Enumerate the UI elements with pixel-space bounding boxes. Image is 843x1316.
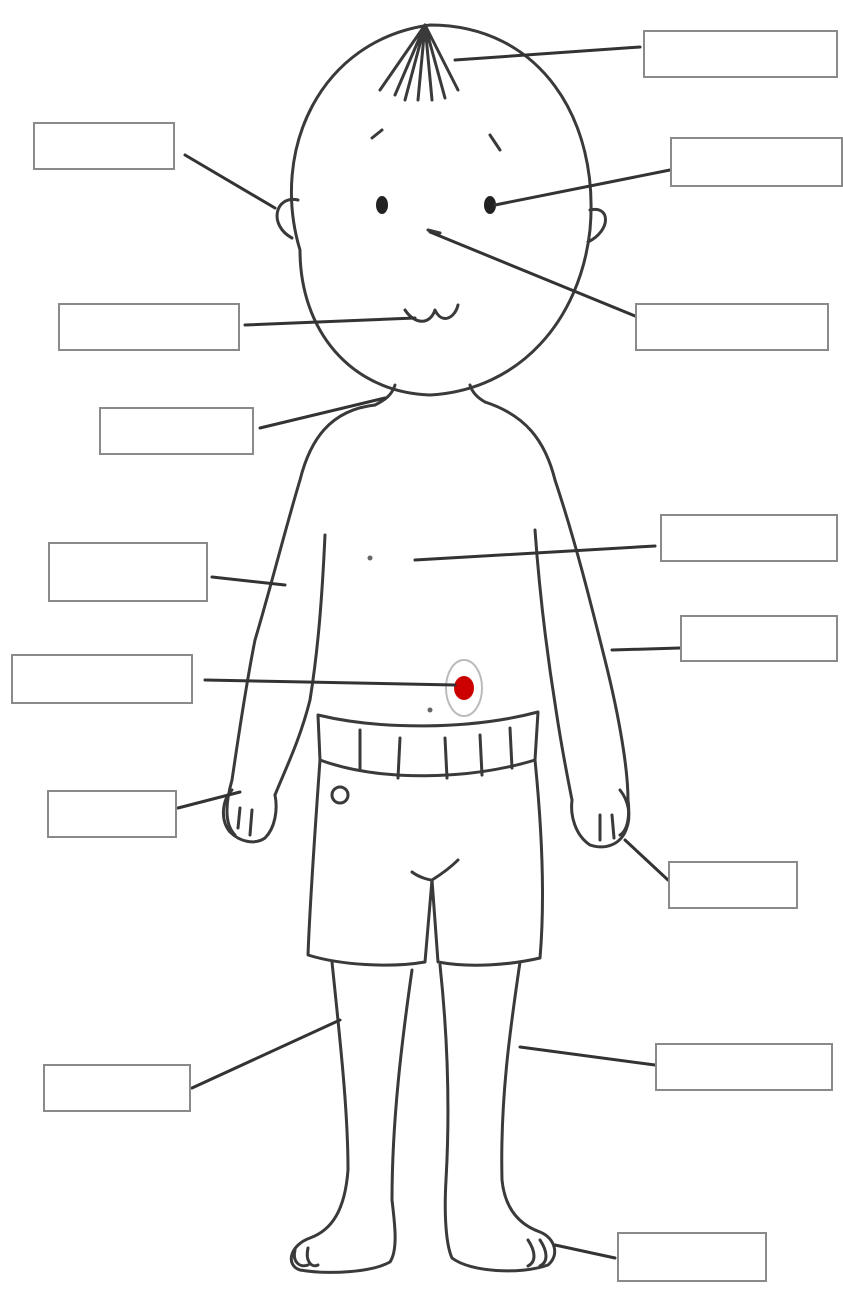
right-leg: [440, 962, 555, 1271]
leader-mouth: [245, 318, 415, 325]
label-box-shoulder[interactable]: [48, 542, 208, 602]
leader-hair: [455, 47, 640, 60]
leader-leg: [192, 1020, 340, 1088]
left-inner-arm: [275, 535, 325, 795]
leader-nose: [430, 232, 640, 318]
shorts-crotch: [412, 860, 458, 880]
leader-foot: [555, 1245, 615, 1258]
shorts-outline: [308, 760, 542, 965]
waistband: [318, 712, 538, 776]
leader-fingers: [625, 840, 668, 880]
label-box-mouth[interactable]: [58, 303, 240, 351]
leader-neck: [260, 398, 385, 428]
label-box-ear[interactable]: [33, 122, 175, 170]
leader-knee: [520, 1047, 655, 1065]
label-box-foot[interactable]: [617, 1232, 767, 1282]
label-box-leg[interactable]: [43, 1064, 191, 1112]
label-box-neck[interactable]: [99, 407, 254, 455]
right-shoulder-arm: [485, 402, 629, 835]
label-box-hand[interactable]: [47, 790, 177, 838]
left-toes: [294, 1248, 318, 1266]
navel-marker: [454, 676, 474, 700]
label-box-arm[interactable]: [680, 615, 838, 662]
right-eyebrow: [490, 135, 500, 150]
right-inner-arm: [535, 530, 572, 800]
label-box-eye[interactable]: [670, 137, 843, 187]
left-eyebrow: [372, 130, 382, 138]
left-eye: [376, 196, 388, 214]
leader-belly-button: [205, 680, 455, 685]
right-hand: [572, 790, 629, 847]
leader-eye: [495, 170, 670, 205]
shorts-button: [332, 787, 348, 803]
left-nipple: [368, 556, 373, 561]
label-box-chest[interactable]: [660, 514, 838, 562]
leader-ear: [185, 155, 275, 208]
leader-arm: [612, 648, 680, 650]
label-box-fingers[interactable]: [668, 861, 798, 909]
label-box-hair[interactable]: [643, 30, 838, 78]
leader-hand: [178, 792, 240, 808]
left-leg: [291, 962, 412, 1272]
label-box-belly-button[interactable]: [11, 654, 193, 704]
left-hand: [223, 790, 276, 842]
label-box-knee[interactable]: [655, 1043, 833, 1091]
label-box-nose[interactable]: [635, 303, 829, 351]
right-nipple: [428, 708, 433, 713]
right-toes: [528, 1240, 546, 1266]
